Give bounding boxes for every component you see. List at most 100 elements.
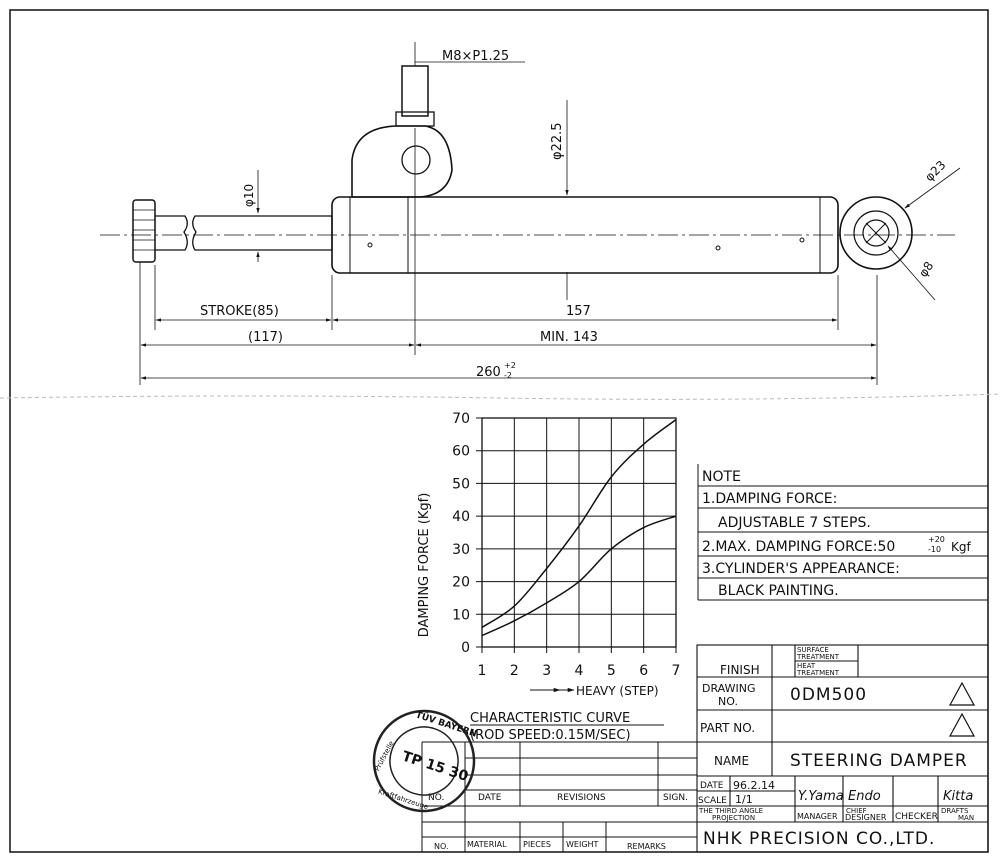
part-triangle-icon (948, 712, 976, 737)
note-2: 2.MAX. DAMPING FORCE:50 (702, 539, 895, 555)
series-line-2 (481, 515, 677, 637)
dim-117: (117) (248, 330, 283, 345)
sheet-border (9, 9, 989, 853)
rev-date-header: DATE (478, 793, 502, 803)
dim-157: 157 (566, 304, 591, 319)
y-tick-label: 50 (452, 476, 470, 492)
x-tick-label: 2 (510, 663, 519, 679)
y-tick-label: 10 (452, 607, 470, 623)
parts-no-header: NO. (434, 842, 449, 851)
chart-subcaption: (ROD SPEED:0.15M/SEC) (470, 728, 631, 743)
mount-block (351, 125, 453, 198)
rev-revisions-header: REVISIONS (557, 793, 606, 803)
note-2-tol-minus: -10 (928, 545, 941, 554)
dim-phi-22-5: φ22.5 (550, 122, 565, 160)
company-name: NHK PRECISION CO.,LTD. (703, 829, 935, 849)
signature-drafts: Kitta (943, 789, 973, 804)
notes-block: NOTE 1.DAMPING FORCE: ADJUSTABLE 7 STEPS… (697, 464, 988, 601)
drawing-label: DRAWING (702, 682, 755, 695)
note-2-unit: Kgf (951, 540, 971, 554)
x-tick-label: 4 (575, 663, 584, 679)
y-tick-label: 40 (452, 509, 470, 525)
title-block: FINISH SURFACE TREATMENT HEAT TREATMENT … (696, 644, 989, 853)
x-tick-label: 1 (478, 663, 487, 679)
y-tick-label: 0 (461, 640, 470, 656)
damper-drawing: M8×P1.25 φ22.5 φ10 φ23 φ8 STROKE(85) 157… (100, 42, 961, 385)
revision-triangle-icon (948, 681, 976, 706)
rev-no-header: NO. (428, 793, 444, 803)
part-no-label: PART NO. (700, 721, 755, 735)
dim-thread: M8×P1.25 (442, 49, 509, 64)
dim-phi-23: φ23 (922, 158, 948, 184)
piston-rod (155, 215, 188, 251)
dim-260-tol-plus: +2 (504, 361, 516, 370)
date-label: DATE (700, 781, 724, 791)
projection-line2: PROJECTION (712, 814, 755, 822)
checker-label: CHECKER (895, 812, 938, 822)
chart-series (481, 419, 677, 637)
scale-value: 1/1 (735, 793, 753, 806)
manager-label: MANAGER (797, 812, 838, 821)
chart-y-ticks: 0 10 20 30 40 50 60 70 (452, 411, 470, 656)
parts-remarks-header: REMARKS (627, 842, 666, 851)
projection-line1: THE THIRD ANGLE (698, 807, 763, 815)
y-tick-label: 60 (452, 444, 470, 460)
treatment2-label: TREATMENT (796, 669, 840, 677)
chart-x-label: HEAVY (STEP) (576, 684, 659, 698)
revision-block: NO. DATE REVISIONS SIGN. NO. MATERIAL PI… (421, 741, 697, 852)
y-tick-label: 70 (452, 411, 470, 427)
date-value: 96.2.14 (733, 779, 775, 792)
stamp-code: TP 15 30 (400, 748, 470, 784)
signature-manager: Y.Yama (798, 789, 844, 804)
chief-label: CHIEF (846, 807, 867, 815)
finish-label: FINISH (720, 663, 760, 677)
eye-end (839, 196, 913, 270)
part-name: STEERING DAMPER (790, 751, 968, 771)
drafts-man-label: MAN (958, 814, 974, 822)
adjuster-knob (132, 199, 156, 263)
dim-stroke: STROKE(85) (200, 304, 279, 319)
x-tick-label: 5 (607, 663, 616, 679)
parts-material-header: MATERIAL (467, 840, 507, 849)
drawing-number: 0DM500 (790, 685, 867, 705)
threaded-stud (401, 65, 429, 117)
chart-caption: CHARACTERISTIC CURVE (470, 711, 630, 726)
note-1b: ADJUSTABLE 7 STEPS. (718, 515, 871, 531)
heat-label: HEAT (797, 662, 816, 670)
note-3: 3.CYLINDER'S APPEARANCE: (702, 561, 900, 577)
drafts-label: DRAFTS (941, 807, 969, 815)
y-tick-label: 30 (452, 542, 470, 558)
tuv-stamp: TÜV BAYERN Prüfstelle Kraftfahrzeuge TP … (372, 710, 478, 813)
drawing-no-label: NO. (718, 695, 738, 708)
scale-label: SCALE (698, 796, 727, 806)
mount-hole (401, 145, 431, 175)
note-1: 1.DAMPING FORCE: (702, 491, 837, 507)
x-tick-label: 6 (639, 663, 648, 679)
surface-label: SURFACE (797, 646, 829, 654)
dim-min-143: MIN. 143 (540, 330, 598, 345)
y-tick-label: 20 (452, 575, 470, 591)
dim-phi-8: φ8 (916, 259, 936, 280)
dim-260: 260 (476, 365, 501, 380)
designer-label: DESIGNER (845, 813, 887, 822)
note-2-tol-plus: +20 (928, 535, 945, 544)
chart-x-ticks: 1 2 3 4 5 6 7 (478, 663, 681, 679)
dim-260-tol-minus: -2 (504, 371, 512, 380)
cylinder-body (331, 196, 839, 274)
treatment-label: TREATMENT (796, 653, 840, 661)
note-3b: BLACK PAINTING. (718, 583, 839, 599)
damping-chart: 0 10 20 30 40 50 60 70 1 2 3 4 5 6 7 DAMPING FORCE (K… (417, 411, 680, 743)
chart-grid (476, 417, 677, 653)
dim-phi-10: φ10 (242, 184, 256, 207)
series-line-1 (481, 419, 677, 628)
signature-designer: Endo (848, 789, 881, 804)
parts-pieces-header: PIECES (523, 840, 551, 849)
rev-sign-header: SIGN. (663, 793, 688, 803)
parts-weight-header: WEIGHT (566, 840, 599, 849)
x-tick-label: 3 (542, 663, 551, 679)
chart-y-label: DAMPING FORCE (Kgf) (417, 493, 432, 638)
fold-line (0, 393, 1000, 400)
x-tick-label: 7 (672, 663, 681, 679)
note-title: NOTE (702, 469, 741, 485)
